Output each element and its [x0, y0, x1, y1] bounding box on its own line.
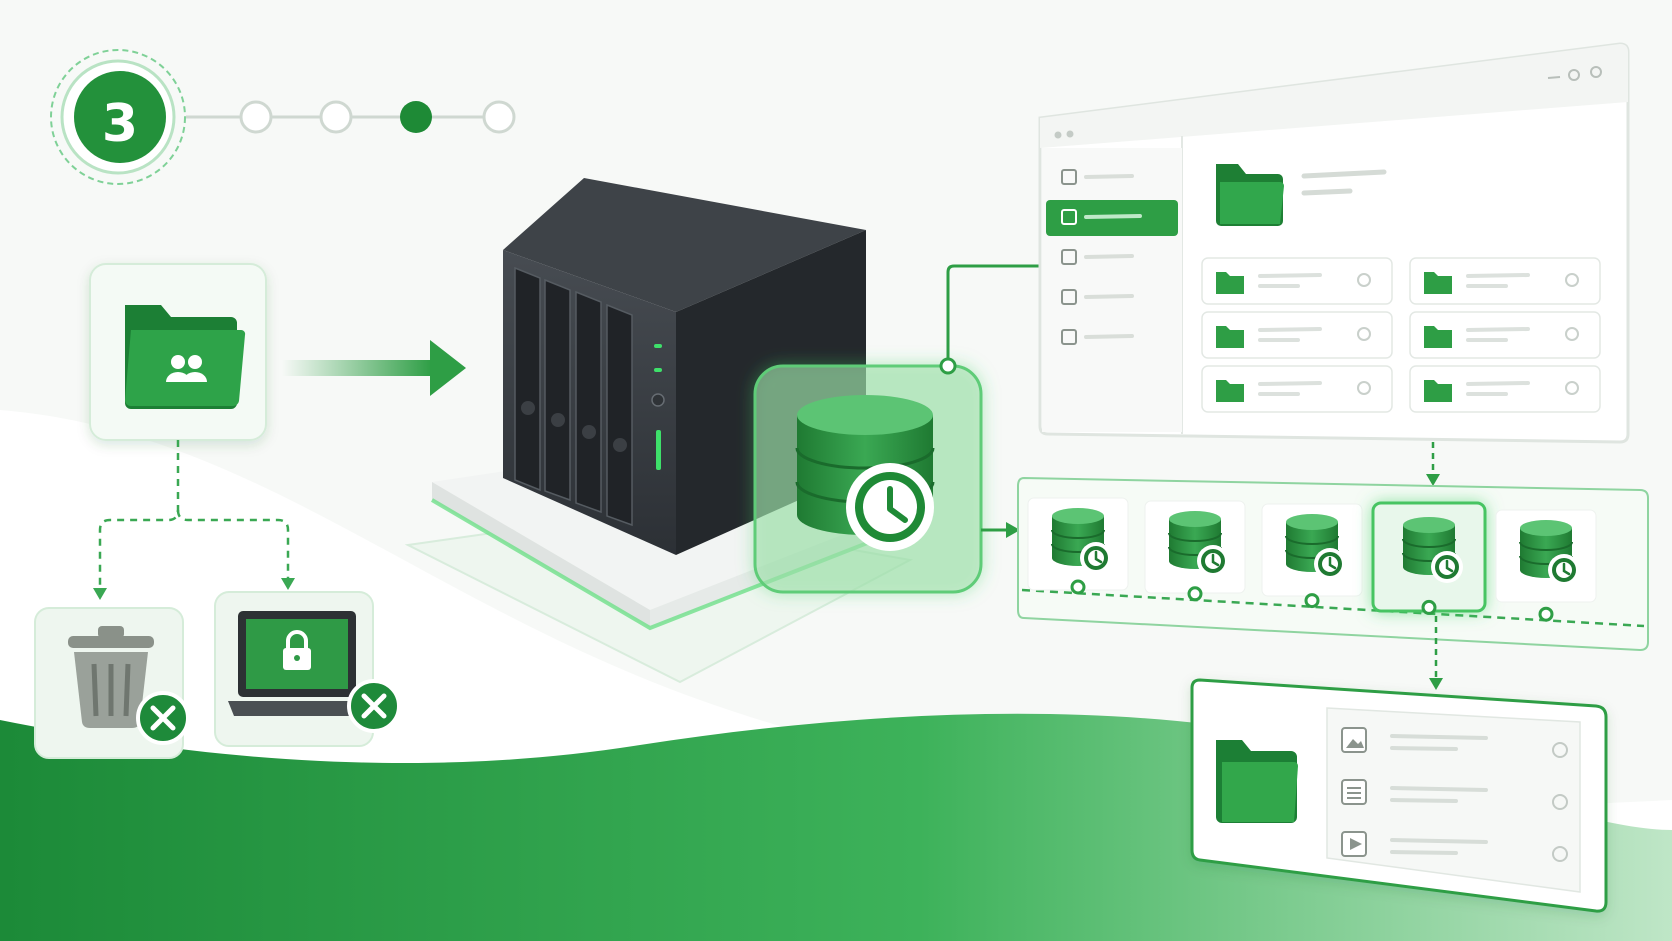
drive-leds [521, 401, 627, 452]
timeline-node [1304, 593, 1320, 609]
connector-arrowhead [1006, 522, 1020, 538]
timeline-node [1187, 586, 1203, 602]
folder-icon [1216, 380, 1244, 402]
sidebar-item[interactable] [1061, 249, 1134, 265]
restore-file-row[interactable] [1341, 779, 1568, 810]
folder-icon [1216, 272, 1244, 294]
restore-file-list [1341, 727, 1568, 862]
folder-icon [1424, 326, 1452, 348]
sidebar-icon [1061, 249, 1077, 265]
database-clock-icon [795, 395, 935, 551]
restore-folder-icon [1216, 740, 1298, 823]
step-dot-4 [482, 100, 516, 134]
power-button [651, 393, 665, 407]
folder-icon [1216, 326, 1244, 348]
snapshot-item[interactable] [1495, 509, 1597, 622]
step-outer-ring [50, 49, 186, 185]
laptop-error-badge [347, 679, 401, 733]
image-file-icon [1341, 727, 1367, 753]
folder-icon [1424, 272, 1452, 294]
restore-file-row[interactable] [1341, 727, 1568, 758]
file-grid-item[interactable] [1201, 257, 1393, 305]
locked-laptop-icon [228, 611, 366, 716]
hub-connectors [946, 264, 1040, 532]
window-header-folder [1216, 164, 1387, 226]
window-to-timeline-arrow [1426, 442, 1440, 486]
sidebar-icon [1061, 209, 1077, 225]
file-grid-item[interactable] [1201, 365, 1393, 413]
sidebar-item[interactable] [1061, 169, 1134, 185]
sidebar-icon [1061, 169, 1077, 185]
file-grid [1201, 257, 1601, 413]
deleted-files-card [34, 607, 190, 759]
snapshot-list [1027, 497, 1597, 622]
shared-folder-icon [125, 305, 246, 409]
snapshot-item[interactable] [1144, 500, 1246, 602]
folder-icon [1424, 380, 1452, 402]
file-grid-item[interactable] [1409, 365, 1601, 413]
drive-bays [514, 266, 633, 527]
step-dot-2 [319, 100, 353, 134]
connector-node [939, 357, 957, 375]
step-dot-active [400, 101, 432, 133]
timeline-node [1421, 599, 1437, 615]
flow-arrow [282, 340, 466, 396]
file-grid-item[interactable] [1201, 311, 1393, 359]
branch-arrowhead-left [93, 588, 107, 600]
video-file-icon [1341, 831, 1367, 857]
snapshot-item[interactable] [1261, 503, 1363, 609]
sidebar-item[interactable] [1061, 289, 1134, 305]
timeline-node [1070, 579, 1086, 595]
restore-file-row[interactable] [1341, 831, 1568, 862]
trash-error-badge [136, 691, 190, 745]
timeline-node [1538, 606, 1554, 622]
database-clock-icon [1168, 511, 1229, 577]
database-clock-icon [1519, 520, 1580, 586]
branch-arrowhead-right [281, 578, 295, 590]
database-clock-icon [1285, 514, 1346, 580]
document-file-icon [1341, 779, 1367, 805]
trash-icon [68, 626, 154, 728]
shared-folder-card [89, 263, 267, 441]
file-grid-item[interactable] [1409, 257, 1601, 305]
timeline-to-restore-arrow [1429, 616, 1443, 690]
snapshot-item[interactable] [1371, 501, 1487, 615]
sidebar-items [1046, 169, 1178, 345]
window-controls [1547, 66, 1602, 81]
sidebar-item[interactable] [1061, 329, 1134, 345]
snapshot-item[interactable] [1027, 497, 1129, 595]
sidebar-icon [1061, 289, 1077, 305]
window-dots [1054, 130, 1074, 139]
database-clock-icon [1051, 508, 1112, 574]
step-dot-1 [239, 100, 273, 134]
threat-branch-lines [98, 440, 290, 590]
ransomware-card [214, 591, 401, 747]
file-grid-item[interactable] [1409, 311, 1601, 359]
step-indicator [50, 49, 516, 185]
sidebar-icon [1061, 329, 1077, 345]
status-leds [654, 344, 662, 470]
sidebar-item[interactable] [1046, 200, 1178, 236]
database-clock-icon [1402, 517, 1463, 583]
step-number-badge [74, 71, 166, 163]
